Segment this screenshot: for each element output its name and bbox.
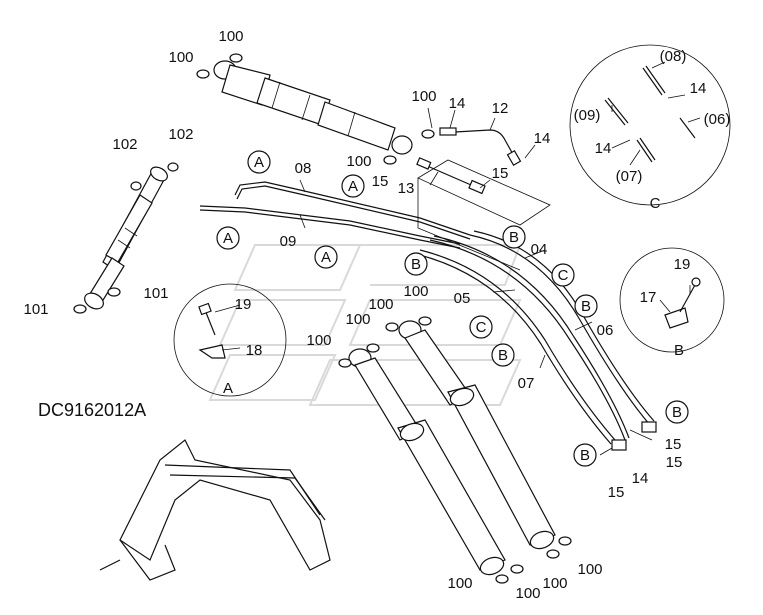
detail-circle-c	[569, 44, 731, 206]
part-number: 08	[295, 160, 312, 177]
callout-b: B	[574, 294, 598, 318]
detail-view-label-a: A	[223, 380, 233, 397]
part-number: 14	[632, 470, 649, 487]
part-labels: 100 100 100 14 12 14 100 15 13 15 102 10…	[23, 28, 730, 602]
part-number: 17	[640, 289, 657, 306]
pipe-fitting	[641, 421, 657, 433]
callout-a: A	[216, 226, 240, 250]
excavator-thumbnail	[99, 439, 331, 581]
part-number: 14	[690, 80, 707, 97]
hose-fitting	[439, 127, 457, 136]
detail-c-parts	[604, 65, 696, 163]
callout-letter-a: A	[254, 154, 264, 171]
callout-letter-b: B	[580, 447, 590, 464]
callout-b: B	[502, 225, 526, 249]
hose-fitting	[416, 157, 432, 170]
part-number: 15	[608, 484, 625, 501]
part-number: 100	[368, 296, 393, 313]
part-number: 100	[542, 575, 567, 592]
part-number: 06	[597, 322, 614, 339]
part-number: (08)	[660, 48, 687, 65]
pipe-fitting	[611, 439, 627, 451]
part-number: 100	[447, 575, 472, 592]
part-number: 102	[168, 126, 193, 143]
callout-b: B	[573, 443, 597, 467]
bucket-cylinder-left	[348, 348, 506, 576]
part-number: 14	[595, 140, 612, 157]
part-number: 100	[577, 561, 602, 578]
part-number: 100	[218, 28, 243, 45]
part-number: 100	[515, 585, 540, 602]
callout-letter-c: C	[476, 319, 487, 336]
callout-b: B	[491, 343, 515, 367]
part-number: (06)	[704, 111, 731, 128]
bucket-cylinder-right	[398, 320, 556, 550]
detail-b-parts	[664, 277, 701, 329]
part-number: 07	[518, 375, 535, 392]
callout-letter-b: B	[498, 347, 508, 364]
part-number: 15	[492, 165, 509, 182]
part-number: 100	[306, 332, 331, 349]
leader-lines	[214, 61, 701, 456]
callout-b: B	[665, 400, 689, 424]
part-number: 100	[168, 49, 193, 66]
part-number: 14	[534, 130, 551, 147]
part-number: 15	[372, 173, 389, 190]
callout-c: C	[469, 315, 493, 339]
part-number: 19	[235, 296, 252, 313]
part-number: (07)	[616, 168, 643, 185]
part-number: 15	[666, 454, 683, 471]
callout-letter-a: A	[223, 230, 233, 247]
detail-view-label-b: B	[674, 342, 684, 359]
part-number: 13	[398, 180, 415, 197]
callout-letter-b: B	[581, 298, 591, 315]
part-number: 101	[23, 301, 48, 318]
callout-letter-c: C	[558, 267, 569, 284]
callout-letter-b: B	[672, 404, 682, 421]
part-number: 09	[280, 233, 297, 250]
pipe-04-07	[415, 230, 655, 445]
callout-c: C	[551, 263, 575, 287]
arm-cylinder-left	[84, 166, 168, 310]
detail-a-parts	[198, 302, 226, 359]
reference-plane	[417, 159, 551, 226]
hose-fitting	[506, 149, 522, 167]
callout-b: B	[404, 252, 428, 276]
part-number: 100	[411, 88, 436, 105]
part-number: 04	[531, 241, 548, 258]
part-number: 14	[449, 95, 466, 112]
hose-12	[454, 129, 516, 159]
seal-rings	[73, 53, 572, 584]
part-number: 100	[403, 283, 428, 300]
part-number: 12	[492, 100, 509, 117]
detail-view-label-c: C	[650, 195, 661, 212]
part-number: 05	[454, 290, 471, 307]
part-number: 100	[345, 311, 370, 328]
callout-a: A	[247, 150, 271, 174]
detail-circle-a	[173, 283, 287, 397]
callout-letter-b: B	[509, 229, 519, 246]
part-number: 18	[246, 342, 263, 359]
part-number: 101	[143, 285, 168, 302]
hose-fitting	[468, 179, 486, 195]
callout-letter-a: A	[321, 249, 331, 266]
part-number: 19	[674, 256, 691, 273]
boom-cylinder-top	[213, 60, 413, 155]
part-number: 102	[112, 136, 137, 153]
callout-letter-a: A	[348, 178, 358, 195]
part-number: (09)	[574, 107, 601, 124]
pipe-08-09	[199, 181, 471, 249]
detail-circle-b	[619, 247, 725, 353]
part-number: 100	[346, 153, 371, 170]
callout-a: A	[341, 174, 365, 198]
part-number: 15	[665, 436, 682, 453]
watermark-logo	[208, 244, 522, 406]
reference-plane	[417, 178, 521, 271]
callout-a: A	[314, 245, 338, 269]
drawing-code: DC9162012A	[38, 400, 146, 420]
callout-letter-b: B	[411, 256, 421, 273]
